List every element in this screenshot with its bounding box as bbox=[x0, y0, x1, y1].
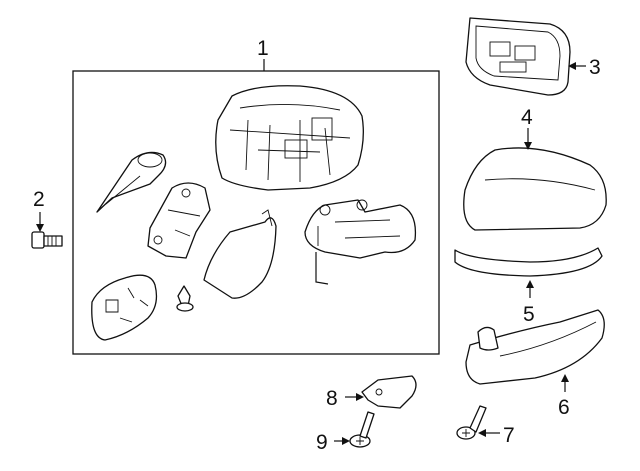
bracket-icon[interactable] bbox=[361, 375, 417, 409]
arrow-8 bbox=[356, 393, 364, 401]
heater-pad-icon[interactable] bbox=[91, 274, 158, 341]
callout-4[interactable]: 4 bbox=[521, 106, 533, 129]
mirror-glass-icon[interactable] bbox=[465, 17, 571, 96]
mirror-base-icon[interactable] bbox=[96, 151, 167, 213]
screw-7-icon[interactable] bbox=[456, 405, 487, 440]
callout-7[interactable]: 7 bbox=[503, 424, 515, 447]
callout-6[interactable]: 6 bbox=[558, 396, 570, 419]
mirror-motor-icon[interactable] bbox=[147, 182, 211, 259]
assembly-box bbox=[72, 70, 440, 355]
mirror-cover-icon[interactable] bbox=[463, 147, 607, 231]
callout-3[interactable]: 3 bbox=[589, 56, 601, 79]
callout-9[interactable]: 9 bbox=[316, 431, 328, 454]
callout-8[interactable]: 8 bbox=[326, 387, 338, 410]
arrow-7 bbox=[478, 429, 486, 437]
arrow-5 bbox=[526, 280, 534, 288]
callout-1[interactable]: 1 bbox=[257, 37, 269, 60]
trim-strip-icon[interactable] bbox=[454, 247, 603, 277]
mirror-housing-icon[interactable] bbox=[215, 85, 364, 191]
bolt-icon[interactable] bbox=[31, 231, 63, 249]
callout-2[interactable]: 2 bbox=[33, 188, 45, 211]
callout-5[interactable]: 5 bbox=[523, 303, 535, 326]
lower-shell-icon[interactable] bbox=[203, 209, 277, 299]
actuator-icon[interactable] bbox=[304, 199, 417, 285]
arrow-6 bbox=[561, 374, 569, 382]
arrow-2 bbox=[36, 224, 44, 232]
arrow-4 bbox=[524, 142, 532, 150]
arrow-3 bbox=[568, 62, 576, 70]
arrow-9 bbox=[342, 437, 350, 445]
lower-cover-icon[interactable] bbox=[465, 309, 605, 385]
screw-9-icon[interactable] bbox=[349, 411, 375, 448]
screw-icon[interactable] bbox=[176, 285, 194, 312]
